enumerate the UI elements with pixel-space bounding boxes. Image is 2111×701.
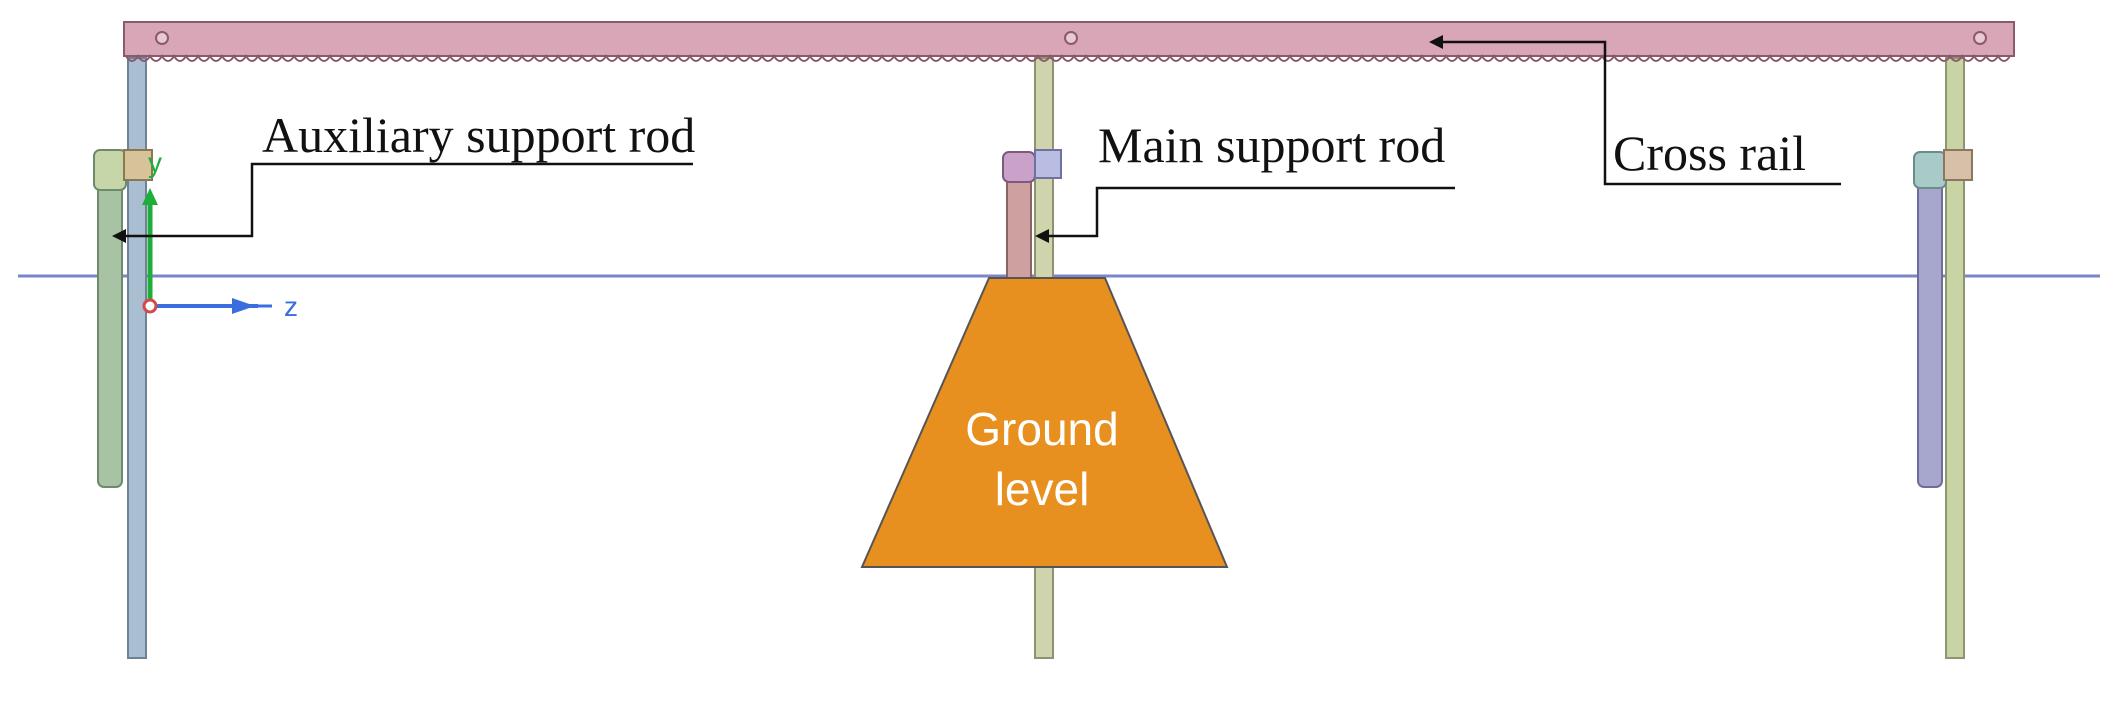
left-auxiliary-rod-assembly (93, 149, 153, 488)
cross-rail-arrowhead (1429, 35, 1443, 49)
auxiliary-rod-label: Auxiliary support rod (262, 107, 695, 163)
axis-origin (142, 298, 158, 314)
z-axis-label: z (284, 291, 298, 322)
cross-rail-label: Cross rail (1613, 125, 1806, 181)
ground-label-line2: level (995, 463, 1090, 515)
auxiliary-rod-callout: Auxiliary support rod (112, 107, 695, 243)
cross-rail-leader (1442, 40, 1841, 186)
ground-level-block: Ground level (860, 277, 1229, 568)
z-axis-arrowhead (232, 298, 255, 314)
cross-rail-callout: Cross rail (1429, 35, 1841, 186)
coordinate-axes: y z (142, 147, 298, 322)
main-rod-label: Main support rod (1098, 117, 1445, 173)
ground-trapezoid (860, 277, 1229, 568)
auxiliary-rod-leader (125, 162, 693, 238)
cross-rail-teeth (125, 54, 2011, 62)
main-support-rod-assembly (1002, 149, 1062, 279)
cross-rail (123, 21, 2015, 62)
main-rod-arrowhead (1035, 229, 1049, 243)
main-rod-leader (1048, 186, 1455, 238)
right-vertical-rod (1945, 57, 1965, 659)
y-axis-arrowhead (142, 188, 158, 205)
right-auxiliary-rod-assembly (1913, 149, 1973, 488)
left-vertical-rod (127, 57, 147, 659)
ground-label-line1: Ground (965, 403, 1118, 455)
auxiliary-rod-arrowhead (112, 229, 126, 243)
y-axis-label: y (148, 147, 162, 178)
main-rod-callout: Main support rod (1035, 117, 1455, 243)
